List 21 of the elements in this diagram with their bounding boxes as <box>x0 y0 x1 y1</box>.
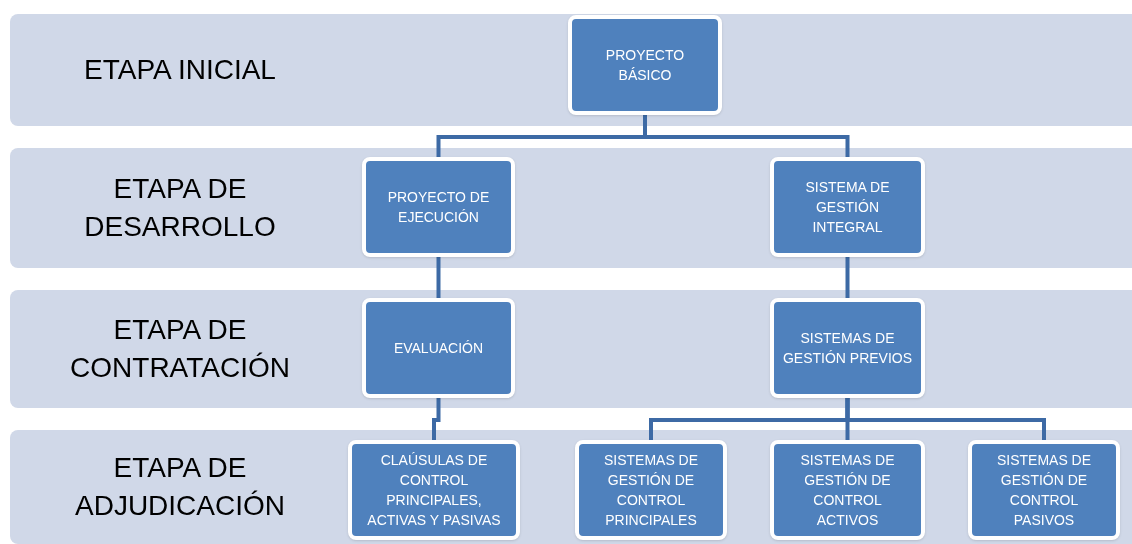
stage-band <box>10 148 1132 268</box>
process-box: SISTEMAS DE GESTIÓN PREVIOS <box>770 298 925 398</box>
stage-band <box>10 290 1132 408</box>
process-box: SISTEMAS DE GESTIÓN DE CONTROL PASIVOS <box>968 440 1120 540</box>
stage-band <box>10 14 1132 126</box>
process-box: PROYECTO DE EJECUCIÓN <box>362 157 515 257</box>
process-box: PROYECTO BÁSICO <box>568 15 722 115</box>
stage-label: ETAPA INICIAL <box>83 53 277 87</box>
stage-label: ETAPA DE CONTRATACIÓN <box>69 313 291 385</box>
stage-label: ETAPA DE DESARROLLO <box>83 172 277 244</box>
stage-band <box>10 430 1132 544</box>
stage-label: ETAPA DE ADJUDICACIÓN <box>74 451 286 523</box>
connector-line <box>845 398 1046 440</box>
connector-line <box>436 257 441 298</box>
connector-line <box>432 398 441 440</box>
process-box: SISTEMA DE GESTIÓN INTEGRAL <box>770 157 925 257</box>
connector-line <box>845 257 850 298</box>
process-box: CLAÚSULAS DE CONTROL PRINCIPALES, ACTIVAS Y PASIVAS <box>348 440 520 540</box>
process-box: EVALUACIÓN <box>362 298 515 398</box>
process-box: SISTEMAS DE GESTIÓN DE CONTROL ACTIVOS <box>770 440 925 540</box>
process-box: SISTEMAS DE GESTIÓN DE CONTROL PRINCIPALES <box>575 440 727 540</box>
